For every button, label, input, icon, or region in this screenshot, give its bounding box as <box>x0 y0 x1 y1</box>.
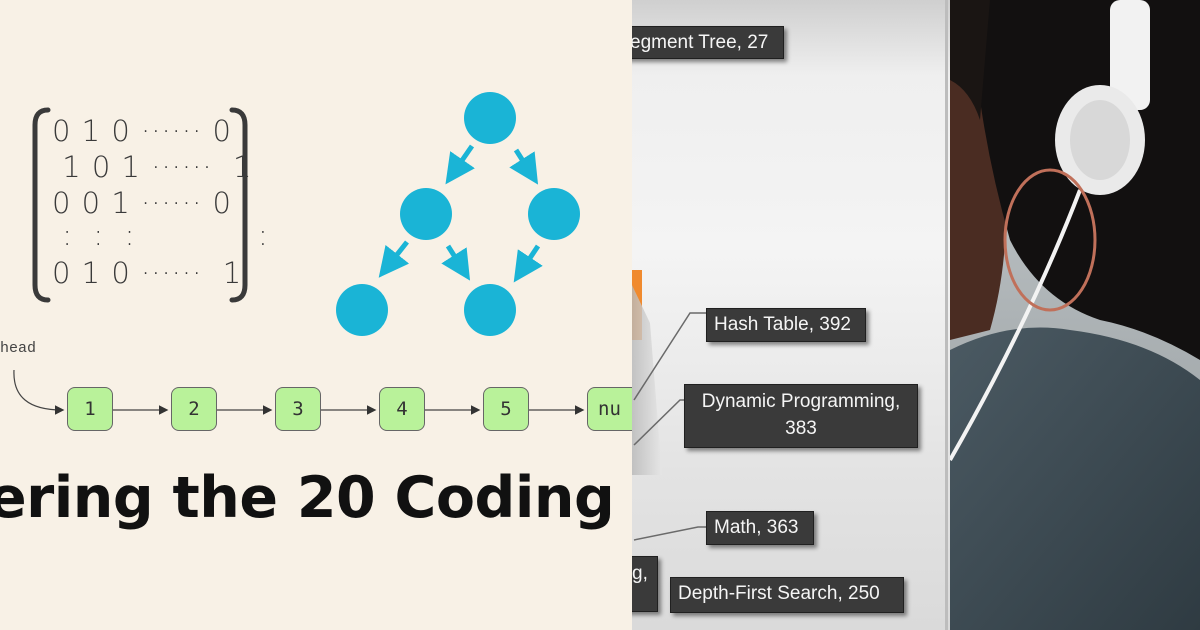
matrix-brackets-icon <box>32 107 248 303</box>
binary-tree-icon <box>336 92 580 336</box>
linked-list-node-null: nu <box>587 387 632 431</box>
linked-list-node: 1 <box>67 387 113 431</box>
matrix-row: : : : : <box>52 218 269 252</box>
linked-list-node: 4 <box>379 387 425 431</box>
article-title: ering the 20 Coding Pat <box>0 465 632 531</box>
callout-label: g, <box>632 556 658 612</box>
person-with-headphones-photo <box>950 0 1200 630</box>
callout-label: Hash Table, 392 <box>706 308 866 342</box>
callout-label: Depth-First Search, 250 <box>670 577 904 613</box>
matrix-row: 0 1 0 ······ 0 <box>52 114 232 148</box>
linked-list-node: 3 <box>275 387 321 431</box>
matrix-row: 0 0 1 ······ 0 <box>52 186 232 220</box>
linked-list-node: 5 <box>483 387 529 431</box>
callout-label: Math, 363 <box>706 511 814 545</box>
left-illustration-panel: 0 1 0 ······ 0 1 0 1 ······ 1 0 0 1 ····… <box>0 0 632 630</box>
callout-label: egment Tree, 27 <box>632 26 784 59</box>
callout-label: Dynamic Programming, 383 <box>684 384 918 448</box>
person-with-headphones-icon <box>950 0 1200 630</box>
panel-frame <box>632 0 948 630</box>
chart-callouts-panel: egment Tree, 27 Hash Table, 392 Dynamic … <box>632 0 950 630</box>
linked-list-head-label: head <box>0 340 37 357</box>
linked-list-node: 2 <box>171 387 217 431</box>
callout-leader-lines <box>633 312 706 541</box>
matrix-row: 1 0 1 ······ 1 <box>52 150 253 184</box>
linked-list-arrows-icon <box>13 369 585 415</box>
matrix-row: 0 1 0 ······ 1 <box>52 256 243 290</box>
